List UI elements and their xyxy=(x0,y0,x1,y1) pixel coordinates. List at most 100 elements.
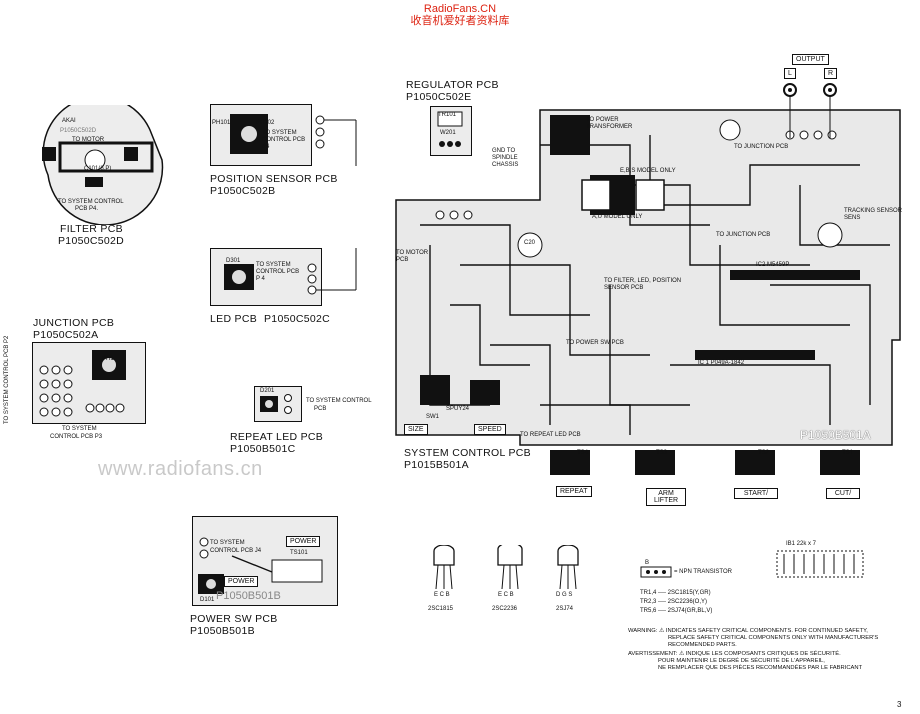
start-button[interactable]: START/ xyxy=(734,488,778,499)
led-pcb-traces xyxy=(224,248,357,295)
tr-list-2: TR2,3 ---- 2SC2236(O,Y) xyxy=(640,599,708,605)
repeat-led-title: REPEAT LED PCB xyxy=(230,431,324,443)
power-label-top: POWER xyxy=(286,536,321,547)
led-title: LED PCB xyxy=(210,313,258,325)
filter-brand: AKAI xyxy=(62,118,76,124)
tr-list-3: TR5,6 ---- 2SJ74(GR,BL,V) xyxy=(640,608,713,614)
filter-title: FILTER PCB xyxy=(60,223,123,235)
system-title: SYSTEM CONTROL PCB xyxy=(404,447,531,459)
ts4-label: TS4 xyxy=(577,450,589,456)
power-sw-title: POWER SW PCB xyxy=(190,613,278,625)
repeat-led-to-sys: TO SYSTEM CONTROL xyxy=(306,398,372,404)
site-subtitle: 收音机爱好者资料库 xyxy=(410,15,510,27)
position-to-sys: TO SYSTEM xyxy=(262,130,297,136)
npn-b-label: B xyxy=(645,560,650,566)
repeat-led-d201: D201 xyxy=(260,388,275,394)
sys-c20: C20 xyxy=(524,240,536,246)
junction-pcb-traces xyxy=(39,350,126,417)
repeat-button[interactable]: REPEAT xyxy=(556,486,592,497)
npn-symbol-icon xyxy=(640,566,672,578)
system-code: P1015B501A xyxy=(404,459,469,471)
position-code: P1050C502B xyxy=(210,185,276,197)
power-to-sys2: CONTROL PCB J4 xyxy=(210,548,262,554)
sys-to-repeat: TO REPEAT LED PCB xyxy=(520,432,581,438)
power-ts101: TS101 xyxy=(290,550,308,556)
led-code: P1050C502C xyxy=(264,313,331,325)
filter-to-sys: TO SYSTEM CONTROL xyxy=(58,199,124,205)
position-ph101: PH101 xyxy=(212,120,231,126)
junction-code: P1050C502A xyxy=(33,329,99,341)
filter-pcb-code: P1050C502D xyxy=(60,128,97,134)
power-sw-code: P1050B501B xyxy=(190,625,255,637)
led-to-sys2: CONTROL PCB xyxy=(256,269,300,275)
sys-spuy24: SPUY24 xyxy=(446,406,470,412)
power-d101: D101 xyxy=(200,597,215,603)
warning-en-1: WARNING: ⚠ INDICATES SAFETY CRITICAL COM… xyxy=(628,628,868,634)
arm-lifter-button[interactable]: ARM LIFTER xyxy=(646,488,686,506)
site-title: RadioFans.CN xyxy=(423,3,497,15)
site-header: RadioFans.CN 收音机爱好者资料库 xyxy=(410,3,510,27)
filter-pcb-drawing xyxy=(42,105,164,225)
page-number: 3 xyxy=(897,700,902,709)
led-to-sys: TO SYSTEM xyxy=(256,262,291,268)
filter-motor-label: TO MOTOR xyxy=(72,137,105,143)
led-d301: D301 xyxy=(226,258,241,264)
size-button[interactable]: SIZE xyxy=(404,424,428,435)
repeat-led-traces xyxy=(260,394,292,414)
junction-to-sys2: TO SYSTEM xyxy=(62,426,97,432)
warning-en-2: REPLACE SAFETY CRITICAL COMPONENTS ONLY … xyxy=(668,635,879,641)
sys-ic2: IC2 M5459P xyxy=(756,262,790,268)
output-l: L xyxy=(784,68,796,79)
junction-to-sys3: CONTROL PCB P3 xyxy=(50,434,103,440)
filter-c101: C101(6.P) xyxy=(84,166,112,172)
regulator-title: REGULATOR PCB xyxy=(406,79,499,91)
ts2-label: TS2 xyxy=(758,450,770,456)
sys-au-model: A,U MODEL ONLY xyxy=(592,214,643,220)
transistor-drawings xyxy=(433,545,579,590)
warning-fr-3: NE REMPLACER QUE DES PIÈCES RECOMMANDÉES… xyxy=(658,665,863,671)
watermark: www.radiofans.cn xyxy=(98,458,263,480)
tr1-name: 2SC1815 xyxy=(428,606,454,612)
position-ph102: PH102 xyxy=(256,120,275,126)
sys-gnd: GND TO SPINDLE CHASSIS xyxy=(492,148,519,168)
ts3-label: TS3 xyxy=(656,450,668,456)
filter-code: P1050C502D xyxy=(58,235,125,247)
warning-fr-2: POUR MAINTENIR LE DEGRÉ DE SÉCURITÉ DE L… xyxy=(658,658,825,664)
led-p4: P 4 xyxy=(256,276,265,282)
junction-to-sys: TO SYSTEM CONTROL PCB P2 xyxy=(4,335,10,424)
repeat-led-to-sys2: PCB xyxy=(314,406,327,412)
output-label: OUTPUT xyxy=(792,54,829,65)
sys-to-filter: TO FILTER, LED, POSITION SENSOR PCB xyxy=(604,278,682,291)
cut-button[interactable]: CUT/ xyxy=(826,488,860,499)
sys-to-power-tr: TO POWER TRANSFORMER xyxy=(586,117,633,130)
power-to-sys: TO SYSTEM xyxy=(210,540,245,546)
tr-list-1: TR1,4 ---- 2SC1815(Y,GR) xyxy=(640,590,711,596)
tr2-name: 2SC2236 xyxy=(492,606,518,612)
sys-sw1: SW1 xyxy=(426,414,440,420)
sys-pcb-code: P1050B501A xyxy=(800,428,871,442)
sys-to-junction: TO JUNCTION PCB xyxy=(734,144,789,150)
regulator-traces xyxy=(437,111,463,147)
filter-to-sys2: PCB P4. xyxy=(75,206,99,212)
tr1-pins: E C B xyxy=(434,592,450,598)
regulator-tr101: TR101 xyxy=(438,112,457,118)
power-label-bottom: POWER xyxy=(224,576,259,587)
speed-button[interactable]: SPEED xyxy=(474,424,506,435)
position-p4: P4 xyxy=(262,144,270,150)
warning-en-3: RECOMMENDED PARTS. xyxy=(668,642,737,648)
position-title: POSITION SENSOR PCB xyxy=(210,173,338,185)
ib1-resistor-array xyxy=(776,550,864,578)
sys-ebs-model: E,B,S MODEL ONLY xyxy=(620,168,676,174)
sys-tracking: TRACKING SENSOR SENS xyxy=(844,208,903,221)
junction-ph: PH1 xyxy=(102,356,114,362)
repeat-led-code: P1050B501C xyxy=(230,443,296,455)
regulator-code: P1050C502E xyxy=(406,91,472,103)
sys-to-junction2: TO JUNCTION PCB xyxy=(716,232,771,238)
tr3-name: 2SJ74 xyxy=(556,606,574,612)
sys-to-power-sw: TO POWER SW PCB xyxy=(566,340,624,346)
ib1-label: IB1 22k x 7 xyxy=(786,541,817,547)
output-jacks xyxy=(783,83,837,138)
tr2-pins: E C B xyxy=(498,592,514,598)
power-sw-traces xyxy=(198,537,323,594)
position-to-sys2: CONTROL PCB xyxy=(262,137,306,143)
